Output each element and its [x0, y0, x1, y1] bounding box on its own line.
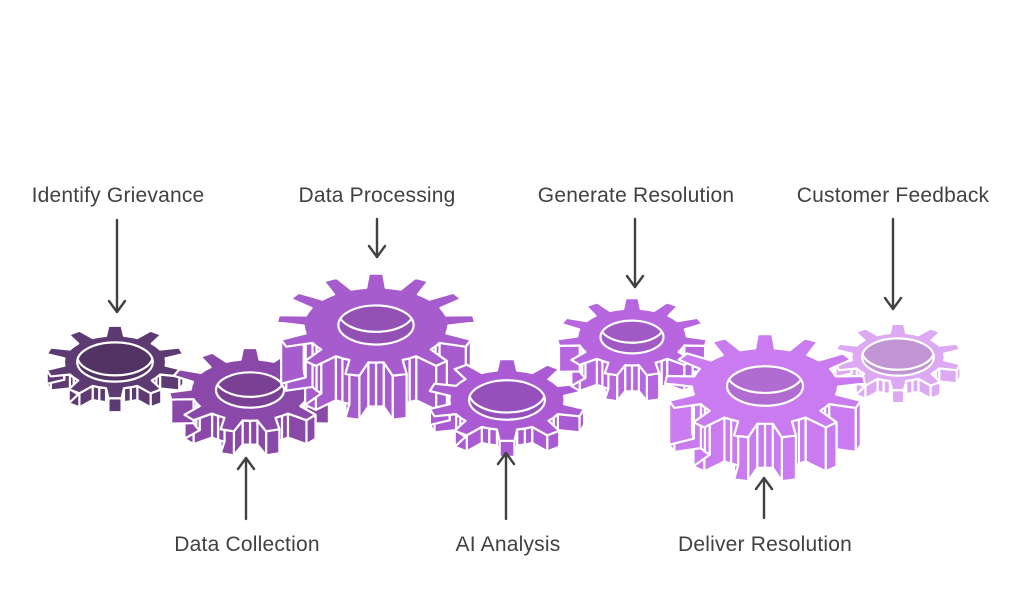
gear-deliver-resolution [664, 333, 866, 483]
arrow-generate-resolution [625, 217, 645, 289]
gear-customer-feedback [834, 322, 962, 405]
step-label-customer-feedback: Customer Feedback [796, 184, 990, 207]
step-label-data-processing: Data Processing [298, 184, 456, 207]
step-label-generate-resolution: Generate Resolution [537, 184, 735, 207]
gear-data-processing [276, 272, 476, 421]
arrow-deliver-resolution [754, 476, 774, 520]
step-label-deliver-resolution: Deliver Resolution [677, 533, 853, 556]
step-label-ai-analysis: AI Analysis [455, 533, 561, 556]
gear-generate-resolution [556, 297, 708, 403]
arrow-identify-grievance [107, 218, 127, 314]
arrow-customer-feedback [883, 217, 903, 311]
step-label-identify-grievance: Identify Grievance [31, 184, 205, 207]
arrow-ai-analysis [496, 451, 516, 521]
arrow-data-processing [367, 217, 387, 259]
gear-ai-analysis [428, 358, 586, 458]
gear-identify-grievance [45, 324, 185, 414]
arrow-data-collection [236, 456, 256, 521]
step-label-data-collection: Data Collection [174, 533, 320, 556]
